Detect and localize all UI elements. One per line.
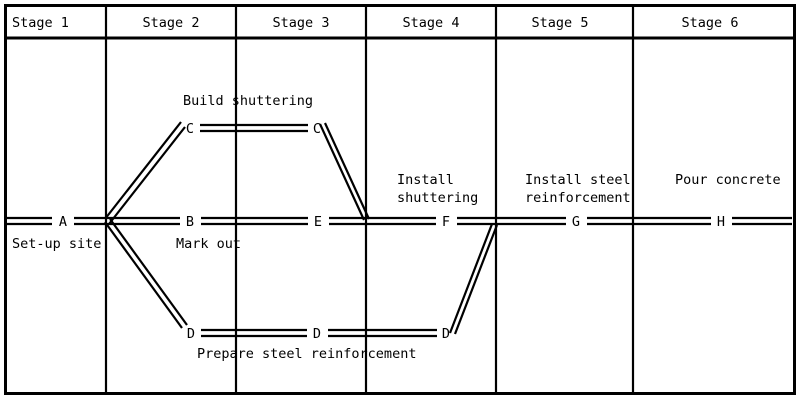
edge-c-c (200, 123, 308, 133)
task-label-set-up-site: Set-up site (12, 236, 101, 252)
edge-g-h (587, 216, 792, 226)
task-label-pour-concrete: Pour concrete (675, 172, 781, 188)
edge-a-d (104, 218, 188, 329)
edge-c-e (319, 122, 370, 221)
node-label-f: F (442, 214, 450, 230)
node-label-e: E (314, 214, 322, 230)
edge-d-d-2 (328, 328, 437, 338)
node-label-d3: D (442, 326, 450, 342)
node-label-g: G (572, 214, 580, 230)
stage-header-1: Stage 1 (12, 15, 69, 31)
node-label-b: B (186, 214, 194, 230)
task-label-install-shuttering-line2: shuttering (397, 190, 478, 206)
stage-header-4: Stage 4 (403, 15, 460, 31)
edge-d-d-1 (201, 328, 307, 338)
edge-f-g (457, 216, 566, 226)
stage-header-3: Stage 3 (273, 15, 330, 31)
node-label-d1: D (187, 326, 195, 342)
stage-header-6: Stage 6 (682, 15, 739, 31)
node-label-c1: C (186, 121, 194, 137)
task-label-mark-out: Mark out (176, 236, 241, 252)
stage-header-5: Stage 5 (532, 15, 589, 31)
edge-a-b (7, 216, 180, 226)
edge-d-f (448, 223, 499, 335)
task-label-install-shuttering: Install (397, 172, 454, 188)
edge-b-e (201, 216, 308, 226)
stage-header-2: Stage 2 (143, 15, 200, 31)
edge-a-c (104, 121, 186, 225)
task-label-install-steel-reinforcement-line2: reinforcement (525, 190, 631, 206)
node-label-c2: C (313, 121, 321, 137)
task-label-install-steel-reinforcement: Install steel (525, 172, 631, 188)
table-outer-border (4, 4, 796, 395)
node-label-d2: D (313, 326, 321, 342)
node-label-a: A (59, 214, 67, 230)
edge-e-f (329, 216, 436, 226)
node-label-h: H (717, 214, 725, 230)
task-label-prepare-steel-reinforcement: Prepare steel reinforcement (197, 346, 416, 362)
task-label-build-shuttering: Build shuttering (183, 93, 313, 109)
